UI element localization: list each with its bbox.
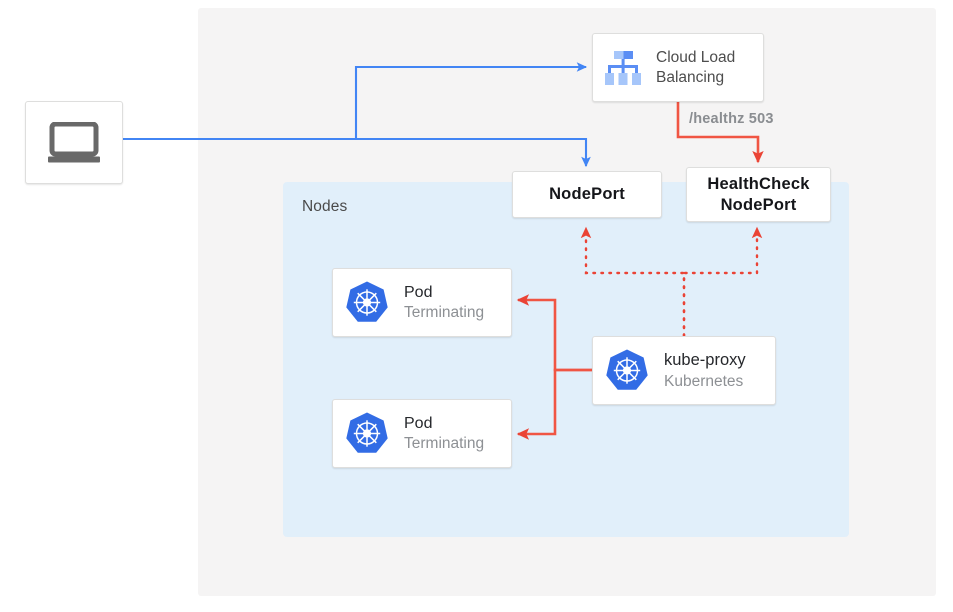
client-card <box>25 101 123 184</box>
cloud-load-balancing-label-line2: Balancing <box>656 68 725 86</box>
pod-card: Pod Terminating <box>332 268 512 337</box>
healthcheck-nodeport-label-line1: HealthCheck <box>707 174 810 193</box>
cloud-load-balancing-label-line1: Cloud Load <box>656 48 736 66</box>
kubernetes-icon <box>606 349 648 390</box>
pod-status: Terminating <box>404 434 485 452</box>
pod-title: Pod <box>404 414 433 432</box>
healthcheck-nodeport-card: HealthCheck NodePort <box>686 167 831 222</box>
pod-status: Terminating <box>404 303 485 321</box>
nodes-label: Nodes <box>302 198 348 215</box>
kubernetes-icon <box>346 412 388 453</box>
kube-proxy-subtitle: Kubernetes <box>664 372 744 390</box>
cloud-load-balancing-icon <box>605 50 641 85</box>
pod-title: Pod <box>404 283 433 301</box>
healthz-label: /healthz 503 <box>689 111 774 127</box>
cloud-load-balancing-card: Cloud Load Balancing <box>592 33 764 102</box>
laptop-icon <box>48 121 100 162</box>
pod-card: Pod Terminating <box>332 399 512 468</box>
nodeport-card: NodePort <box>512 171 662 218</box>
kube-proxy-card: kube-proxy Kubernetes <box>592 336 776 405</box>
kubernetes-icon <box>346 281 388 322</box>
healthcheck-nodeport-label-line2: NodePort <box>720 195 797 214</box>
kube-proxy-title: kube-proxy <box>664 350 746 369</box>
nodeport-label: NodePort <box>549 185 625 203</box>
